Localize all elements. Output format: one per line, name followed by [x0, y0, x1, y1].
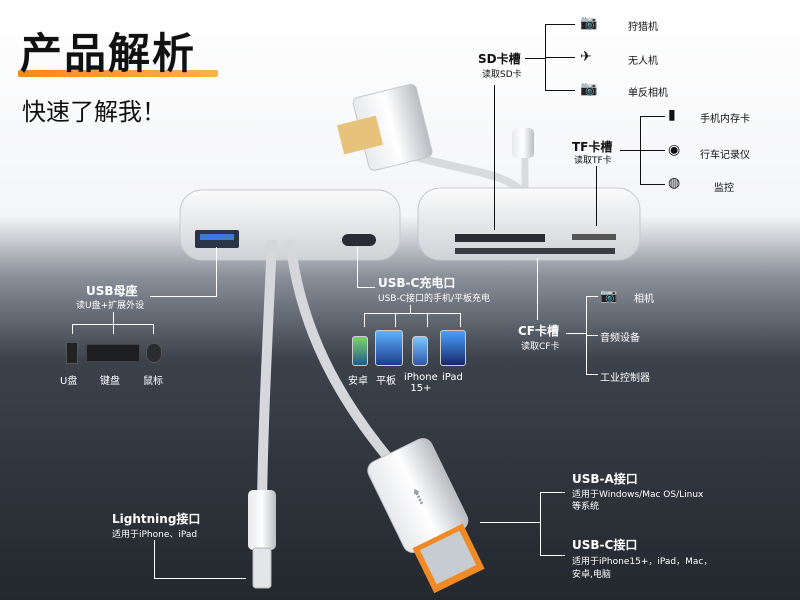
dslr-camera-icon: 📷 [580, 81, 598, 97]
usba-label: USB-A接口 [572, 472, 638, 486]
lightning-label: Lightning接口 [112, 512, 201, 526]
usbc-charge-sub: USB-C接口的手机/平板充电 [378, 294, 491, 304]
usb-item-keyboard: 键盘 [100, 376, 120, 387]
android-phone-icon [352, 336, 368, 366]
usb-combo-connector: ⭫ [367, 438, 485, 594]
tf-item-phone-card: 手机内存卡 [700, 114, 750, 125]
usba-sub-line1: 适用于Windows/Mac OS/Linux [572, 490, 704, 500]
usba-sub-line2: 等系统 [572, 502, 600, 512]
title-underline [18, 70, 218, 77]
usbc-sub-line1: 适用于iPhone15+，iPad，Mac， [572, 557, 713, 567]
mouse-icon [146, 343, 162, 363]
ipad-icon [440, 330, 466, 366]
keyboard-icon [86, 344, 140, 362]
security-camera-icon: ◍ [668, 175, 681, 191]
usb-c-port [342, 234, 376, 246]
usbc-label: USB-C接口 [572, 538, 638, 552]
camera-icon: 📷 [600, 288, 618, 304]
usbc-charge-label: USB-C充电口 [378, 276, 456, 290]
tf-pointer-line [596, 166, 597, 226]
tf-item-surveillance: 监控 [714, 183, 734, 194]
sd-sub: 读取SD卡 [482, 70, 522, 80]
iphone-icon [412, 336, 428, 366]
cf-slot [455, 248, 615, 254]
usb-item-mouse: 鼠标 [143, 376, 163, 387]
page-subtitle: 快速了解我！ [22, 98, 166, 126]
top-usb-plug [336, 83, 534, 195]
memory-card-icon: ▮ [668, 107, 676, 123]
sd-slot [455, 234, 545, 242]
sd-pointer-line [494, 85, 495, 230]
cf-label: CF卡槽 [518, 324, 560, 338]
sd-bracket [525, 58, 545, 59]
usb-drive-icon [66, 342, 78, 364]
cf-item-industrial: 工业控制器 [600, 373, 650, 384]
usbc-sub-line2: 安卓,电脑 [572, 570, 611, 580]
usbc-item-android: 安卓 [348, 376, 368, 387]
usb-item-udisk: U盘 [60, 376, 78, 387]
page-title: 产品解析 [20, 29, 197, 78]
lightning-sub: 适用于iPhone、iPad [112, 530, 198, 540]
sd-item-drone: 无人机 [628, 56, 658, 67]
usb-connector-pointer-line [480, 522, 540, 523]
cf-item-camera: 相机 [634, 294, 654, 305]
trail-camera-icon: 📷 [580, 15, 598, 31]
usbc-item-ipad: iPad [442, 372, 463, 383]
tf-label: TF卡槽 [572, 140, 613, 154]
drone-icon: ✈ [580, 49, 592, 65]
tf-sub: 读取TF卡 [574, 156, 612, 166]
cf-sub: 读取CF卡 [521, 342, 560, 352]
sd-item-dslr: 单反相机 [628, 88, 668, 99]
usbc-item-iphone: iPhone 15+ [404, 372, 438, 394]
usbc-charge-pointer-line [357, 247, 358, 287]
dashcam-icon: ◉ [668, 142, 681, 158]
lightning-connector [248, 490, 276, 589]
tablet-icon [375, 330, 403, 366]
usbc-item-tablet: 平板 [376, 376, 396, 387]
usb-female-label: USB母座 [86, 284, 138, 298]
sd-label: SD卡槽 [478, 52, 521, 66]
lightning-pointer-line [154, 540, 155, 578]
usb-female-pointer-line [216, 247, 217, 297]
cf-pointer-line [537, 258, 538, 320]
cf-item-audio: 音频设备 [600, 333, 640, 344]
sd-item-hunting-camera: 狩猎机 [628, 22, 658, 33]
usb-female-sub: 读U盘+扩展外设 [76, 301, 145, 311]
tf-slot [572, 234, 616, 240]
tf-item-dashcam: 行车记录仪 [700, 150, 750, 161]
